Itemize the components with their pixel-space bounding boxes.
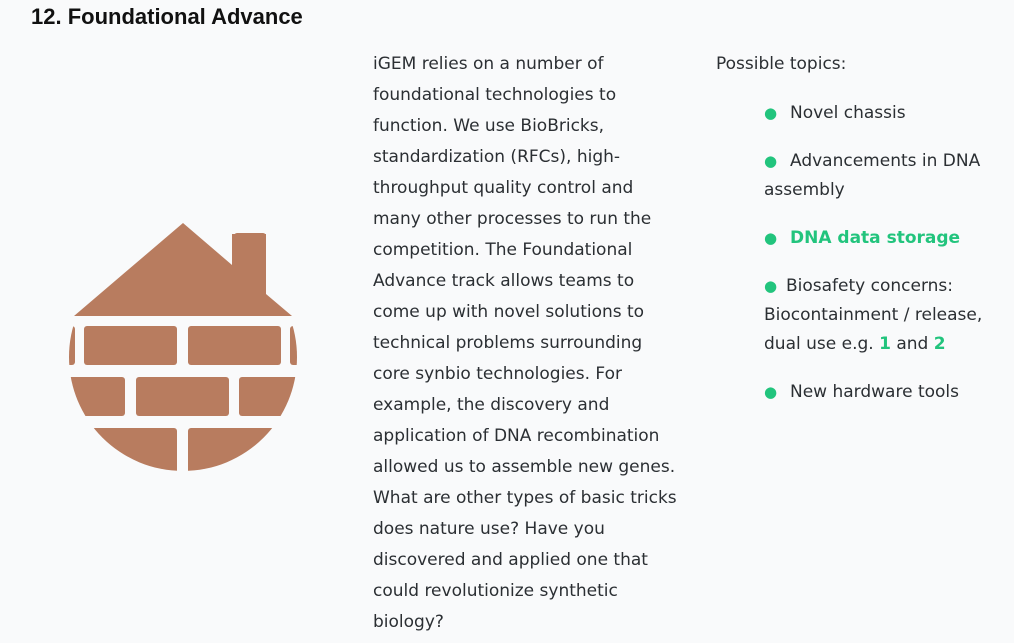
bullet-icon: ● — [764, 229, 778, 247]
topics-heading: Possible topics: — [716, 54, 847, 74]
track-description: iGEM relies on a number of foundational … — [373, 54, 677, 632]
bullet-icon: ● — [764, 152, 778, 170]
topic-label: Biosafety concerns: Biocontainment / rel… — [764, 276, 983, 354]
section-title: 12. Foundational Advance — [31, 4, 303, 29]
reference-link-2[interactable]: 2 — [933, 334, 946, 354]
topic-item: ●Biosafety concerns: Biocontainment / re… — [764, 272, 1009, 359]
topic-label: New hardware tools — [790, 382, 960, 402]
bullet-icon: ● — [764, 104, 778, 122]
topic-label: Novel chassis — [790, 103, 906, 123]
reference-link-1[interactable]: 1 — [879, 334, 891, 354]
conjunction-text: and — [896, 334, 929, 354]
topic-item: ● Novel chassis — [764, 99, 1009, 128]
topic-item: ● New hardware tools — [764, 378, 1009, 407]
topic-label: Advancements in DNA assembly — [764, 151, 981, 200]
topic-item: ●Advancements in DNA assembly — [764, 147, 1009, 205]
brick-house-icon — [69, 223, 297, 471]
topic-label-highlight: DNA data storage — [790, 228, 961, 248]
bullet-icon: ● — [764, 383, 778, 401]
topic-item-highlighted: ● DNA data storage — [764, 224, 1009, 253]
bullet-icon: ● — [764, 277, 778, 295]
